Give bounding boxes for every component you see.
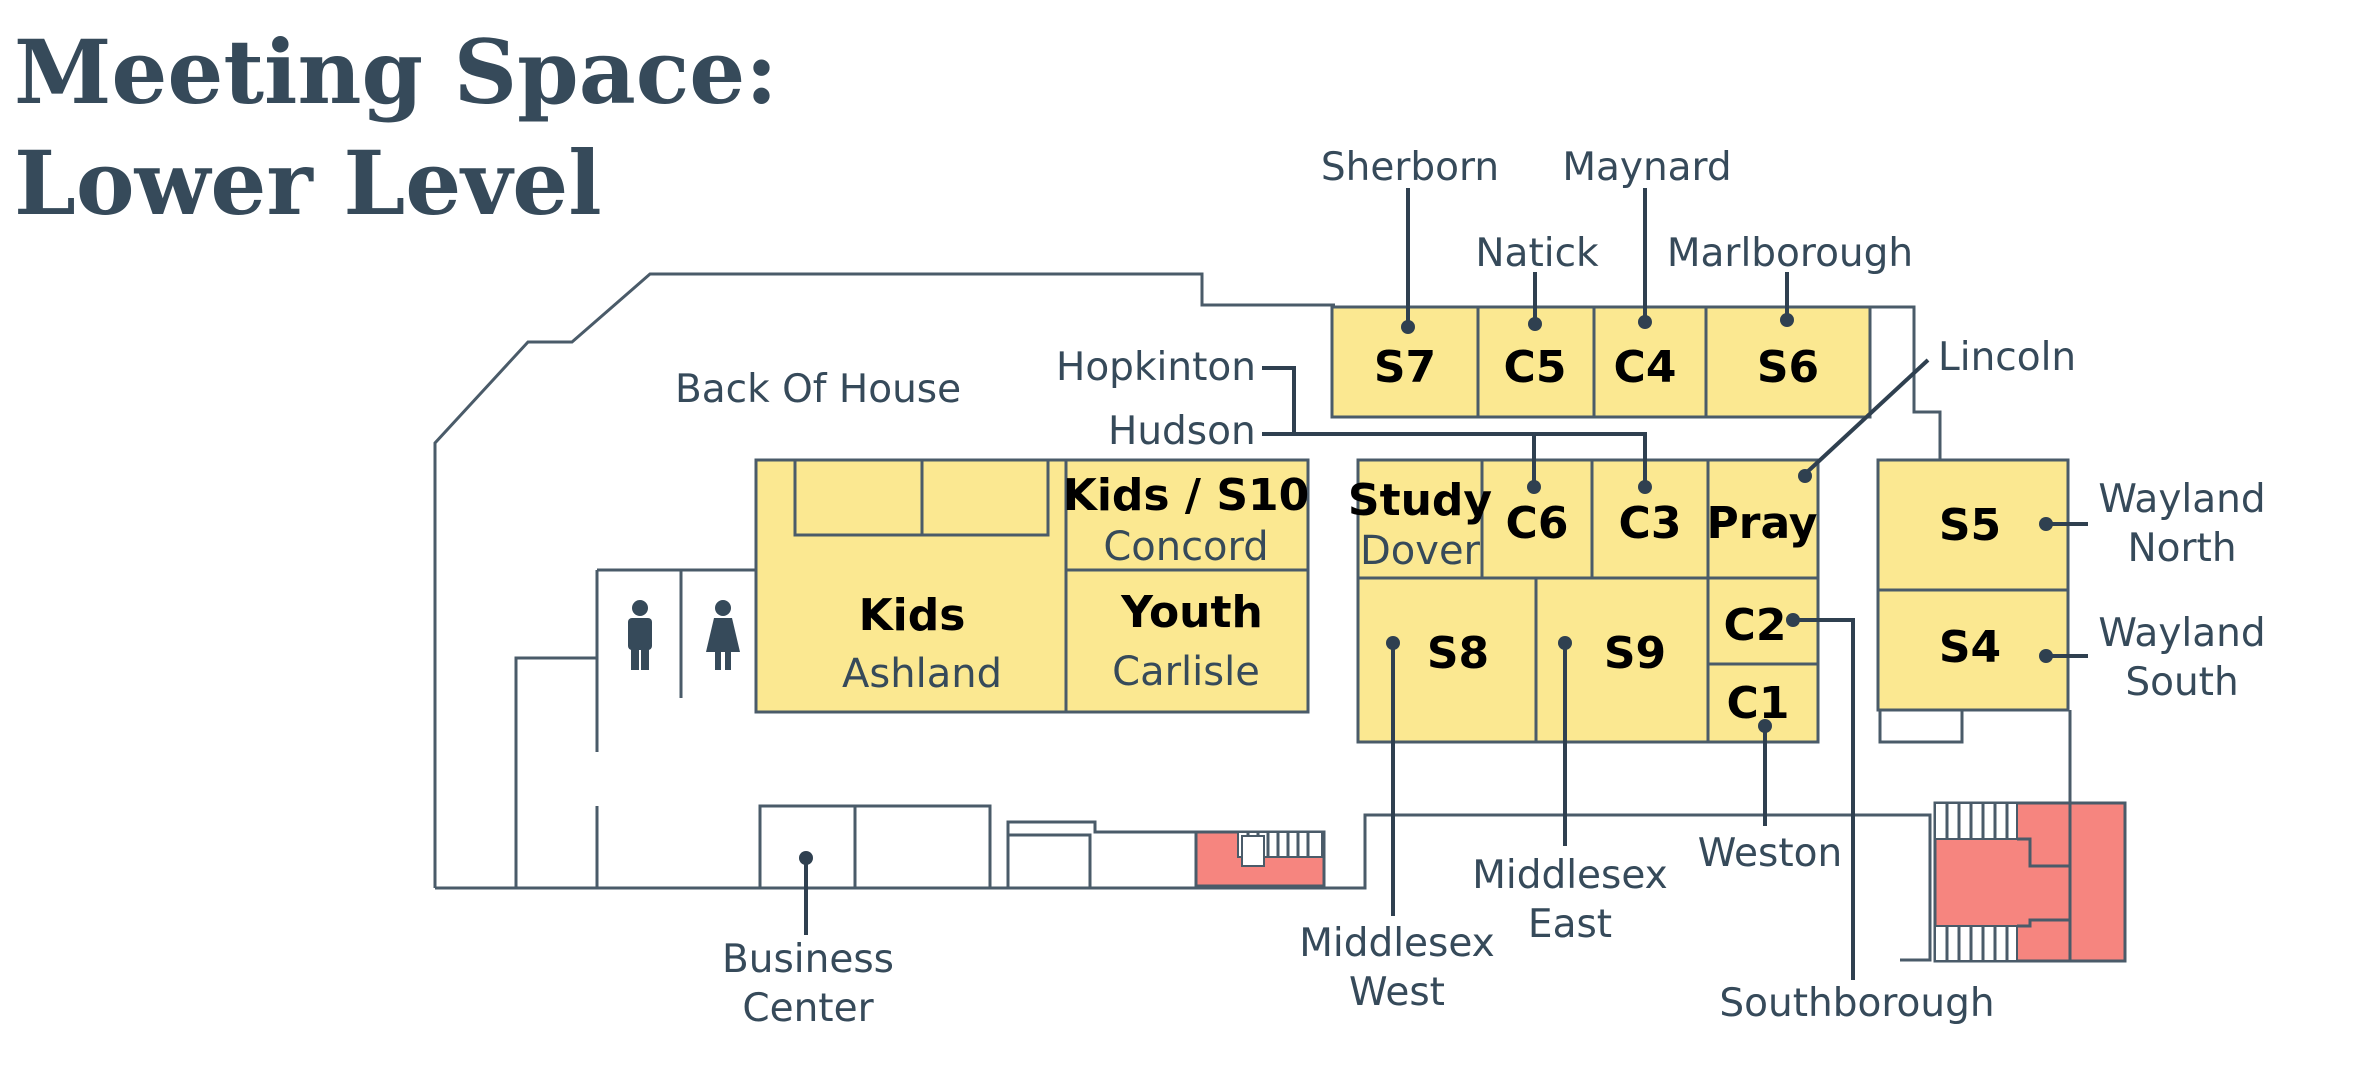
- room-c6[interactable]: [1480, 458, 1594, 580]
- stairs-center: [1194, 830, 1326, 888]
- label-middlesex-west-1: Middlesex: [1299, 921, 1495, 966]
- room-code-c6: C6: [1506, 498, 1569, 549]
- room-name-dover: Dover: [1360, 528, 1481, 574]
- room-c5[interactable]: [1476, 305, 1596, 419]
- label-business-center-1: Business: [722, 937, 894, 982]
- label-marlborough: Marlborough: [1667, 231, 1913, 276]
- man-restroom-icon: [628, 600, 652, 670]
- room-code-s9: S9: [1604, 628, 1666, 679]
- label-middlesex-east-2: East: [1528, 902, 1612, 947]
- room-code-s6: S6: [1757, 342, 1819, 393]
- room-code-kids-s10: Kids / S10: [1063, 470, 1310, 521]
- room-s4[interactable]: [1876, 588, 2070, 712]
- room-name-concord: Concord: [1103, 524, 1268, 570]
- room-code-youth: Youth: [1120, 587, 1263, 638]
- room-code-s4: S4: [1939, 622, 2001, 673]
- room-code-study: Study: [1348, 475, 1492, 526]
- label-hudson: Hudson: [1108, 409, 1256, 454]
- room-code-kids: Kids: [859, 590, 966, 641]
- page-title-line2: Lower Level: [14, 131, 602, 235]
- label-back-of-house: Back Of House: [675, 367, 961, 412]
- label-sherborn: Sherborn: [1321, 145, 1499, 190]
- room-code-c1: C1: [1727, 678, 1790, 729]
- label-weston: Weston: [1698, 831, 1842, 876]
- label-southborough: Southborough: [1719, 981, 1994, 1026]
- room-study[interactable]: [1356, 458, 1484, 580]
- right-room-block: [1876, 458, 2070, 712]
- room-code-pray: Pray: [1707, 498, 1818, 549]
- room-youth[interactable]: [1064, 568, 1310, 714]
- label-lincoln: Lincoln: [1938, 335, 2076, 380]
- label-wayland-south-1: Wayland: [2098, 611, 2265, 656]
- woman-restroom-icon: [706, 600, 740, 670]
- room-code-s8: S8: [1427, 628, 1489, 679]
- label-wayland-south-2: South: [2125, 660, 2238, 705]
- room-kids[interactable]: [754, 458, 1068, 714]
- kids-youth-block: [754, 458, 1310, 714]
- room-code-c2: C2: [1724, 600, 1787, 651]
- label-natick: Natick: [1475, 231, 1599, 276]
- center-room-block: [1356, 458, 1820, 744]
- stairs-right: [1933, 801, 2127, 963]
- top-room-block: [1330, 305, 1872, 419]
- page-title-line1: Meeting Space:: [14, 20, 778, 124]
- label-wayland-north-2: North: [2127, 526, 2236, 571]
- room-code-c3: C3: [1619, 498, 1682, 549]
- room-kids-s10[interactable]: [1064, 458, 1310, 572]
- label-middlesex-east-1: Middlesex: [1472, 853, 1668, 898]
- label-business-center-2: Center: [742, 986, 874, 1031]
- label-wayland-north-1: Wayland: [2098, 477, 2265, 522]
- room-name-carlisle: Carlisle: [1112, 649, 1260, 695]
- label-middlesex-west-2: West: [1349, 970, 1445, 1015]
- room-s8[interactable]: [1356, 576, 1538, 744]
- room-s5[interactable]: [1876, 458, 2070, 592]
- label-maynard: Maynard: [1562, 145, 1731, 190]
- room-code-c5: C5: [1504, 342, 1567, 393]
- room-code-s7: S7: [1374, 342, 1436, 393]
- room-code-c4: C4: [1614, 342, 1677, 393]
- room-code-s5: S5: [1939, 500, 2001, 551]
- leader-lines: [799, 188, 2088, 980]
- room-name-ashland: Ashland: [842, 651, 1002, 697]
- label-hopkinton: Hopkinton: [1056, 345, 1256, 390]
